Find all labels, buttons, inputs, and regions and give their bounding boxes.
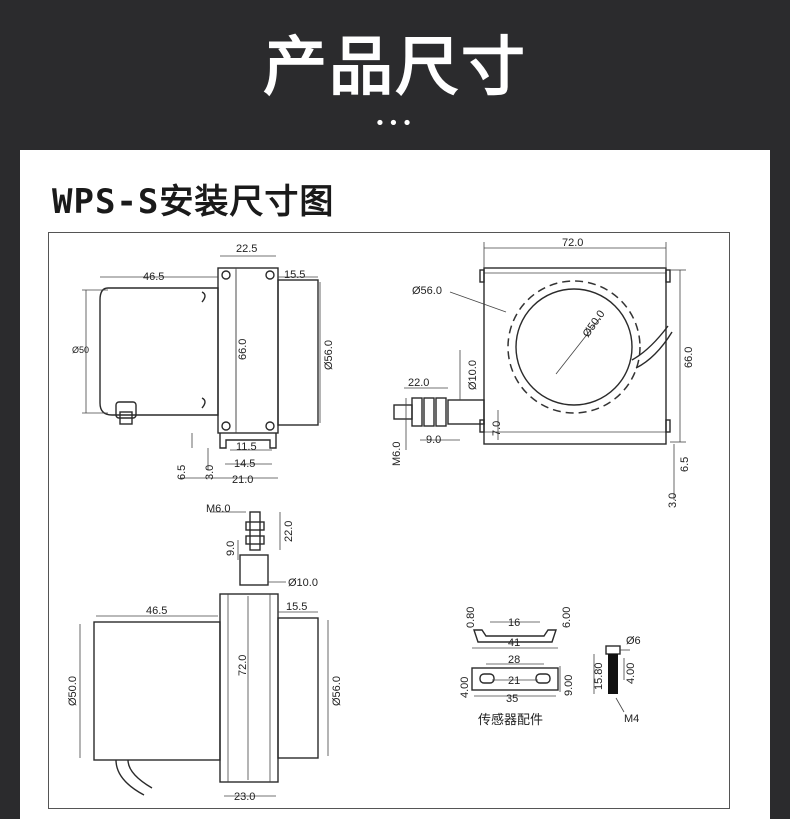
title-dots: ••• — [374, 113, 416, 134]
dim-acc-13: M4 — [624, 713, 639, 725]
dim-side-6: Ø50 — [72, 345, 89, 355]
drawing-panel: WPS-S安装尺寸图 — [20, 150, 770, 819]
technical-drawing: 46.5 22.5 15.5 66.0 Ø56.0 Ø50 11.5 14.5 … — [67, 237, 695, 803]
dim-top-7: Ø50.0 — [67, 676, 79, 706]
dim-acc-10: Ø6 — [626, 635, 641, 647]
dim-side-5: Ø56.0 — [323, 340, 335, 370]
dim-acc-4: 41 — [508, 637, 520, 649]
drawing-title: WPS-S安装尺寸图 — [52, 182, 335, 222]
dim-side-2: 22.5 — [236, 243, 257, 255]
dim-acc-5: 28 — [508, 654, 520, 666]
accessory: 0.80 16 6.00 41 28 21 35 4.00 9.00 Ø6 15… — [459, 607, 641, 728]
dim-top-1: M6.0 — [206, 503, 230, 515]
dim-side-8: 14.5 — [234, 458, 255, 470]
dim-front-9: 66.0 — [683, 347, 695, 368]
dim-acc-3: 6.00 — [561, 607, 573, 628]
dim-side-10: 6.5 — [176, 465, 188, 480]
dim-front-3: Ø50.0 — [581, 308, 608, 339]
side-view: 46.5 22.5 15.5 66.0 Ø56.0 Ø50 11.5 14.5 … — [72, 243, 335, 486]
dim-side-1: 46.5 — [143, 271, 164, 283]
dim-front-10: 6.5 — [679, 457, 691, 472]
dim-top-6: 15.5 — [286, 601, 307, 613]
dim-side-9: 21.0 — [232, 474, 253, 486]
dim-top-3: 9.0 — [225, 541, 237, 556]
dim-front-7: M6.0 — [391, 442, 403, 466]
dim-acc-1: 0.80 — [465, 607, 477, 628]
drawing-frame — [48, 232, 730, 809]
accessory-label: 传感器配件 — [478, 712, 543, 728]
top-view: M6.0 22.0 9.0 Ø10.0 46.5 15.5 Ø50.0 72.0… — [67, 503, 343, 803]
dim-acc-12: 4.00 — [625, 663, 637, 684]
dim-top-10: 23.0 — [234, 791, 255, 803]
dim-acc-8: 4.00 — [459, 677, 471, 698]
dim-acc-11: 15.80 — [593, 662, 605, 690]
dim-front-2: Ø56.0 — [412, 285, 442, 297]
dim-top-4: Ø10.0 — [288, 577, 318, 589]
dim-side-7: 11.5 — [236, 441, 257, 453]
front-view: 72.0 Ø56.0 Ø50.0 Ø10.0 22.0 9.0 M6.0 7.0… — [391, 237, 695, 508]
dim-front-11: 3.0 — [667, 493, 679, 508]
page-title: 产品尺寸 — [263, 31, 527, 105]
dim-side-11: 3.0 — [204, 465, 216, 480]
dim-top-5: 46.5 — [146, 605, 167, 617]
dim-side-3: 15.5 — [284, 269, 305, 281]
dim-front-1: 72.0 — [562, 237, 583, 249]
dim-top-2: 22.0 — [283, 521, 295, 542]
dim-top-8: 72.0 — [237, 655, 249, 676]
dim-top-9: Ø56.0 — [331, 676, 343, 706]
dim-side-4: 66.0 — [237, 339, 249, 360]
dim-front-6: 9.0 — [426, 434, 441, 446]
dim-acc-7: 35 — [506, 693, 518, 705]
dim-acc-2: 16 — [508, 617, 520, 629]
dim-acc-6: 21 — [508, 675, 520, 687]
dim-acc-9: 9.00 — [563, 675, 575, 696]
dim-front-4: Ø10.0 — [467, 360, 479, 390]
dim-front-8: 7.0 — [491, 421, 503, 436]
dim-front-5: 22.0 — [408, 377, 429, 389]
